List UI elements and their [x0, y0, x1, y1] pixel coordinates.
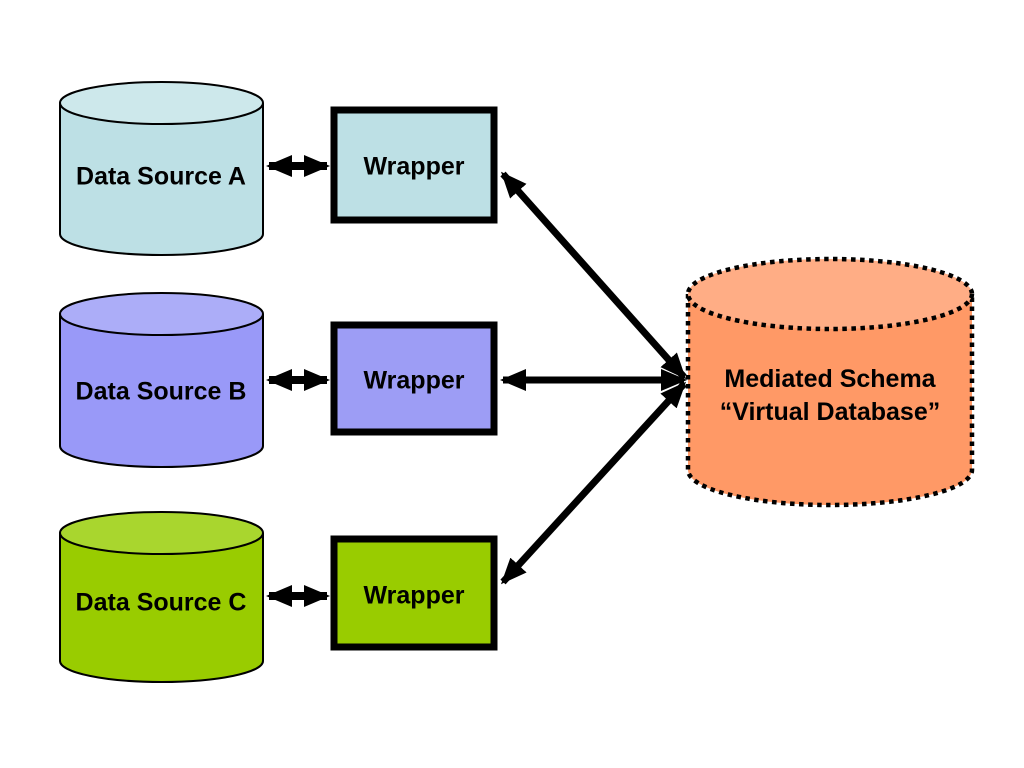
mediator-label: Mediated Schema “Virtual Database”: [720, 363, 940, 429]
source-b-label: Data Source B: [75, 377, 247, 406]
mediator-cylinder-top: [685, 256, 975, 332]
wrapper-b-box: [330, 321, 498, 436]
source-c-cylinder-top: [59, 511, 264, 555]
mediator-cylinder: [685, 256, 975, 508]
mediator-label-line1: Mediated Schema: [724, 365, 936, 393]
source-c-cylinder: [59, 511, 264, 683]
wrapper-b-label: Wrapper: [363, 366, 465, 395]
source-a-cylinder: [59, 81, 264, 256]
source-b-cylinder-top: [59, 292, 264, 336]
wrapper-a-box: [330, 106, 498, 224]
source-b-cylinder-body: [59, 314, 264, 468]
wrapper-c-label: Wrapper: [363, 581, 465, 610]
source-a-label: Data Source A: [76, 162, 246, 191]
wrapper-a-label: Wrapper: [363, 152, 465, 181]
source-a-cylinder-top: [59, 81, 264, 125]
source-b-cylinder: [59, 292, 264, 468]
mediator-label-line2: “Virtual Database”: [719, 398, 941, 426]
arrow-wrapper-c-to-mediator: [500, 381, 687, 585]
wrapper-c-box: [330, 535, 498, 651]
source-a-cylinder-body: [59, 103, 264, 256]
mediator-cylinder-body: [685, 294, 975, 508]
source-c-label: Data Source C: [75, 588, 247, 617]
arrow-wrapper-a-to-mediator: [500, 171, 687, 380]
source-c-cylinder-body: [59, 533, 264, 683]
